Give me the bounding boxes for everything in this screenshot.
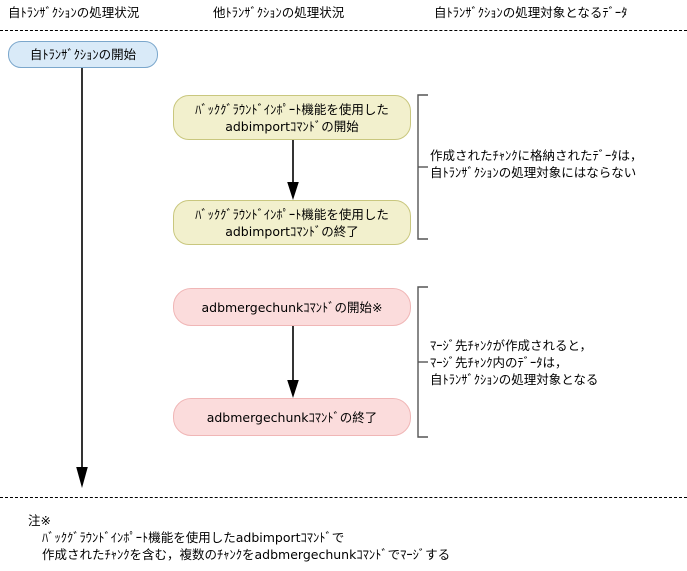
- header-divider-dashed: [0, 30, 687, 31]
- node-adbimport-end[interactable]: ﾊﾞｯｸｸﾞﾗｳﾝﾄﾞｲﾝﾎﾟｰﾄ機能を使用した adbimportｺﾏﾝﾄﾞの…: [173, 200, 411, 245]
- node-adbmergechunk-start[interactable]: adbmergechunkｺﾏﾝﾄﾞの開始※: [173, 288, 411, 326]
- footnote-divider-dashed: [0, 497, 687, 498]
- self-transaction-timeline-arrow: [76, 58, 88, 488]
- column-header-target-data: 自ﾄﾗﾝｻﾞｸｼｮﾝの処理対象となるﾃﾞｰﾀ: [434, 5, 628, 20]
- bracket-merge-range: [417, 286, 428, 438]
- column-header-self-transaction-status: 自ﾄﾗﾝｻﾞｸｼｮﾝの処理状況: [8, 5, 140, 20]
- annotation-merge-data-scope: ﾏｰｼﾞ先ﾁｬﾝｸが作成されると， ﾏｰｼﾞ先ﾁｬﾝｸ内のﾃﾞｰﾀは， 自ﾄﾗﾝ…: [430, 338, 599, 387]
- footnote-body: ﾊﾞｯｸｸﾞﾗｳﾝﾄﾞｲﾝﾎﾟｰﾄ機能を使用したadbimportｺﾏﾝﾄﾞで …: [42, 530, 451, 562]
- bracket-import-range: [417, 94, 428, 240]
- node-adbimport-start[interactable]: ﾊﾞｯｸｸﾞﾗｳﾝﾄﾞｲﾝﾎﾟｰﾄ機能を使用した adbimportｺﾏﾝﾄﾞの…: [173, 95, 411, 140]
- column-header-other-transaction-status: 他ﾄﾗﾝｻﾞｸｼｮﾝの処理状況: [213, 5, 345, 20]
- annotation-import-data-scope: 作成されたﾁｬﾝｸに格納されたﾃﾞｰﾀは， 自ﾄﾗﾝｻﾞｸｼｮﾝの処理対象にはな…: [430, 148, 643, 180]
- connector-arrow-merge: [287, 326, 299, 398]
- footnote-label: 注※: [28, 513, 51, 528]
- footnote: 注※ ﾊﾞｯｸｸﾞﾗｳﾝﾄﾞｲﾝﾎﾟｰﾄ機能を使用したadbimportｺﾏﾝﾄ…: [28, 512, 450, 563]
- node-transaction-start[interactable]: 自ﾄﾗﾝｻﾞｸｼｮﾝの開始: [8, 41, 158, 68]
- connector-arrow-import: [287, 140, 299, 200]
- node-adbmergechunk-end[interactable]: adbmergechunkｺﾏﾝﾄﾞの終了: [173, 398, 411, 436]
